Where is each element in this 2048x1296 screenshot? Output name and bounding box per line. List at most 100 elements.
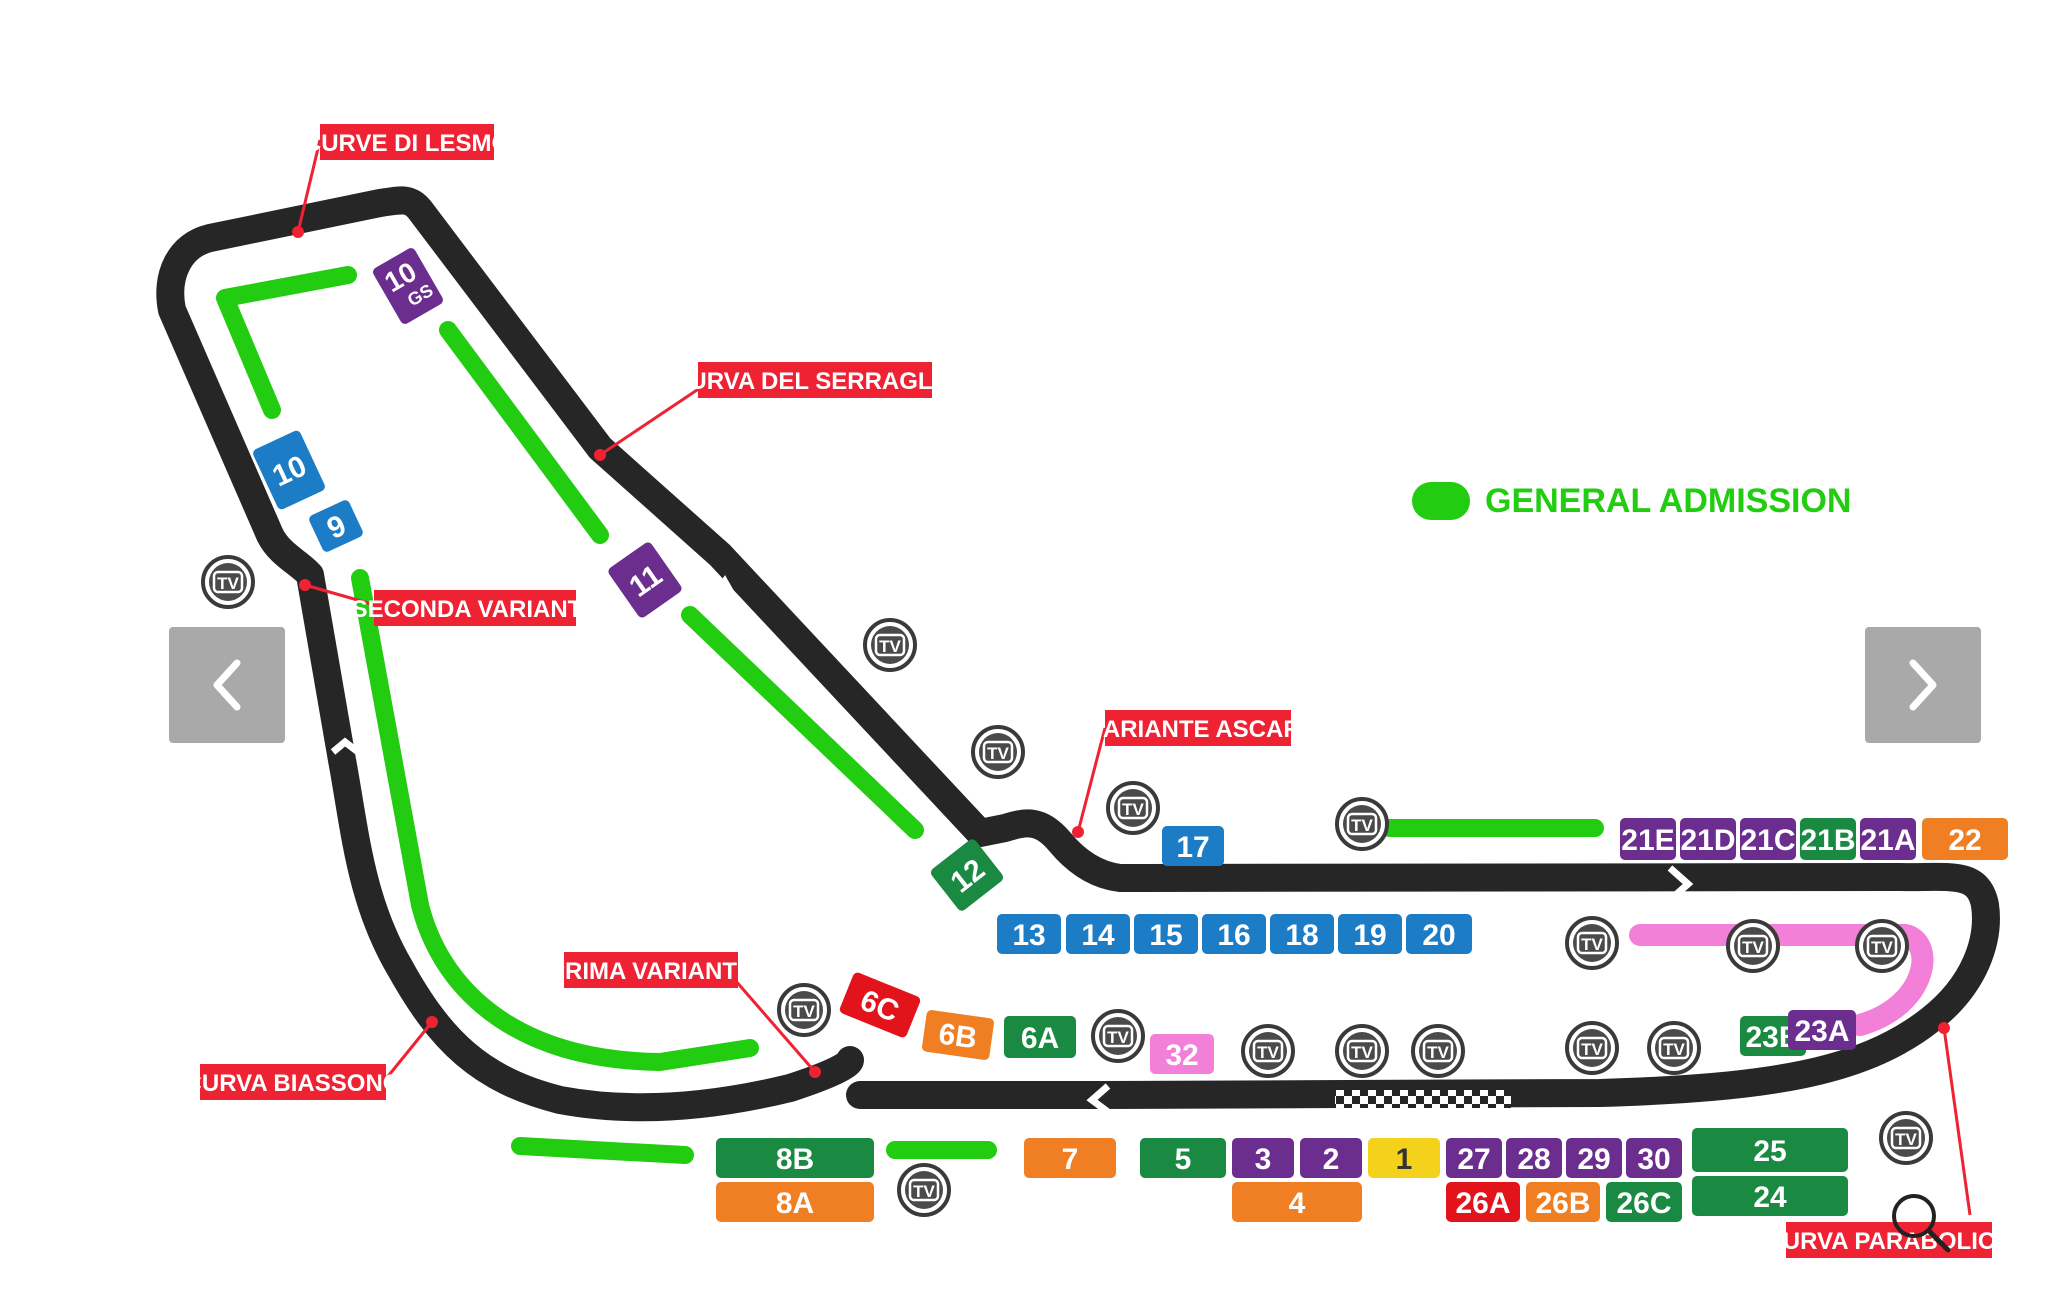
svg-text:14: 14 (1081, 919, 1115, 952)
stand-21a[interactable]: 21A (1860, 818, 1916, 860)
stand-26c[interactable]: 26C (1606, 1182, 1682, 1222)
stand-17[interactable]: 17 (1162, 826, 1224, 866)
svg-text:6A: 6A (1021, 1022, 1059, 1055)
tv-icon: TV (1565, 916, 1619, 970)
track (156, 186, 2000, 1122)
svg-text:26B: 26B (1535, 1187, 1590, 1220)
tv-icon: TV (1726, 919, 1780, 973)
svg-text:CURVA BIASSONO: CURVA BIASSONO (185, 1070, 402, 1097)
svg-text:21D: 21D (1680, 824, 1735, 857)
stand-4[interactable]: 4 (1232, 1182, 1362, 1222)
svg-text:16: 16 (1217, 919, 1250, 952)
svg-text:TV: TV (1351, 816, 1373, 835)
stand-14[interactable]: 14 (1066, 914, 1130, 954)
stand-11[interactable]: 11 (606, 541, 683, 620)
stand-13[interactable]: 13 (997, 914, 1061, 954)
tv-icon: TV (1647, 1021, 1701, 1075)
stand-9[interactable]: 9 (308, 499, 365, 554)
stand-10gs[interactable]: 10 GS (371, 246, 445, 325)
stand-18[interactable]: 18 (1270, 914, 1334, 954)
stand-19[interactable]: 19 (1338, 914, 1402, 954)
corner-lesmo: CURVE DI LESMO (304, 124, 510, 160)
ga-biassono (351, 569, 759, 1071)
tv-icon: TV (971, 725, 1025, 779)
stand-21d[interactable]: 21D (1680, 818, 1736, 860)
stand-30[interactable]: 30 (1626, 1138, 1682, 1178)
svg-text:21C: 21C (1740, 824, 1795, 857)
svg-text:24: 24 (1753, 1181, 1787, 1214)
stand-27[interactable]: 27 (1446, 1138, 1502, 1178)
stand-22[interactable]: 22 (1922, 818, 2008, 860)
stand-25[interactable]: 25 (1692, 1128, 1848, 1172)
svg-text:21E: 21E (1621, 824, 1674, 857)
stand-2[interactable]: 2 (1300, 1138, 1362, 1178)
ga-8b (511, 1137, 694, 1164)
tv-icon: TV (1879, 1111, 1933, 1165)
stand-20[interactable]: 20 (1406, 914, 1472, 954)
tv-icon: TV (897, 1163, 951, 1217)
svg-text:23A: 23A (1794, 1015, 1849, 1048)
tv-icon: TV (1335, 797, 1389, 851)
svg-text:5: 5 (1175, 1143, 1192, 1176)
corner-prima: PRIMA VARIANTE (549, 952, 753, 988)
stand-16[interactable]: 16 (1202, 914, 1266, 954)
ga-ascari-approach (681, 606, 924, 839)
svg-text:TV: TV (217, 574, 239, 593)
stand-26a[interactable]: 26A (1446, 1182, 1520, 1222)
chevron-left-icon (213, 659, 241, 711)
svg-text:26A: 26A (1455, 1187, 1510, 1220)
svg-text:PRIMA VARIANTE: PRIMA VARIANTE (549, 958, 753, 985)
stand-21c[interactable]: 21C (1740, 818, 1796, 860)
stand-23a[interactable]: 23A (1788, 1010, 1856, 1050)
stand-6a[interactable]: 6A (1004, 1016, 1076, 1058)
corner-ascari: VARIANTE ASCARI (1089, 710, 1307, 746)
stand-32[interactable]: 32 (1150, 1034, 1214, 1074)
stand-29[interactable]: 29 (1566, 1138, 1622, 1178)
start-finish-line (1335, 1090, 1511, 1108)
svg-text:TV: TV (1895, 1130, 1917, 1149)
svg-text:TV: TV (1122, 800, 1144, 819)
stand-12[interactable]: 12 (929, 837, 1005, 912)
stand-15[interactable]: 15 (1134, 914, 1198, 954)
svg-text:8B: 8B (776, 1143, 814, 1176)
stand-5[interactable]: 5 (1140, 1138, 1226, 1178)
svg-text:3: 3 (1255, 1143, 1272, 1176)
stand-8b[interactable]: 8B (716, 1138, 874, 1178)
stand-1[interactable]: 1 (1368, 1138, 1440, 1178)
chevron-right-icon (1909, 659, 1937, 711)
stand-8a[interactable]: 8A (716, 1182, 874, 1222)
tv-icon: TV (777, 983, 831, 1037)
track-break (715, 575, 738, 598)
zoom-button[interactable] (1886, 1188, 1956, 1258)
svg-text:CURVA DEL SERRAGLIO: CURVA DEL SERRAGLIO (672, 368, 958, 395)
stand-6c[interactable]: 6C (838, 971, 921, 1039)
svg-text:6B: 6B (937, 1017, 980, 1055)
stand-21e[interactable]: 21E (1620, 818, 1676, 860)
svg-text:SECONDA VARIANTE: SECONDA VARIANTE (352, 596, 599, 623)
legend-swatch (1412, 482, 1470, 520)
stand-7[interactable]: 7 (1024, 1138, 1116, 1178)
svg-text:19: 19 (1353, 919, 1386, 952)
stand-21b[interactable]: 21B (1800, 818, 1856, 860)
magnifier-icon (1892, 1194, 1951, 1253)
svg-text:2: 2 (1323, 1143, 1340, 1176)
ga-lesmo (216, 266, 357, 419)
tv-icon: TV (1855, 919, 1909, 973)
svg-text:20: 20 (1422, 919, 1455, 952)
svg-text:32: 32 (1165, 1039, 1198, 1072)
stand-3[interactable]: 3 (1232, 1138, 1294, 1178)
stand-6b[interactable]: 6B (921, 1009, 994, 1060)
svg-text:21A: 21A (1860, 824, 1915, 857)
corner-serraglio: CURVA DEL SERRAGLIO (672, 362, 958, 398)
stand-10[interactable]: 10 (251, 429, 326, 511)
next-button[interactable] (1865, 627, 1981, 743)
svg-text:TV: TV (1351, 1043, 1373, 1062)
stand-26b[interactable]: 26B (1526, 1182, 1600, 1222)
tv-icon: TV (1241, 1024, 1295, 1078)
stand-28[interactable]: 28 (1506, 1138, 1562, 1178)
prev-button[interactable] (169, 627, 285, 743)
svg-text:27: 27 (1457, 1143, 1490, 1176)
tv-icon: TV (1411, 1024, 1465, 1078)
stand-24[interactable]: 24 (1692, 1176, 1848, 1216)
